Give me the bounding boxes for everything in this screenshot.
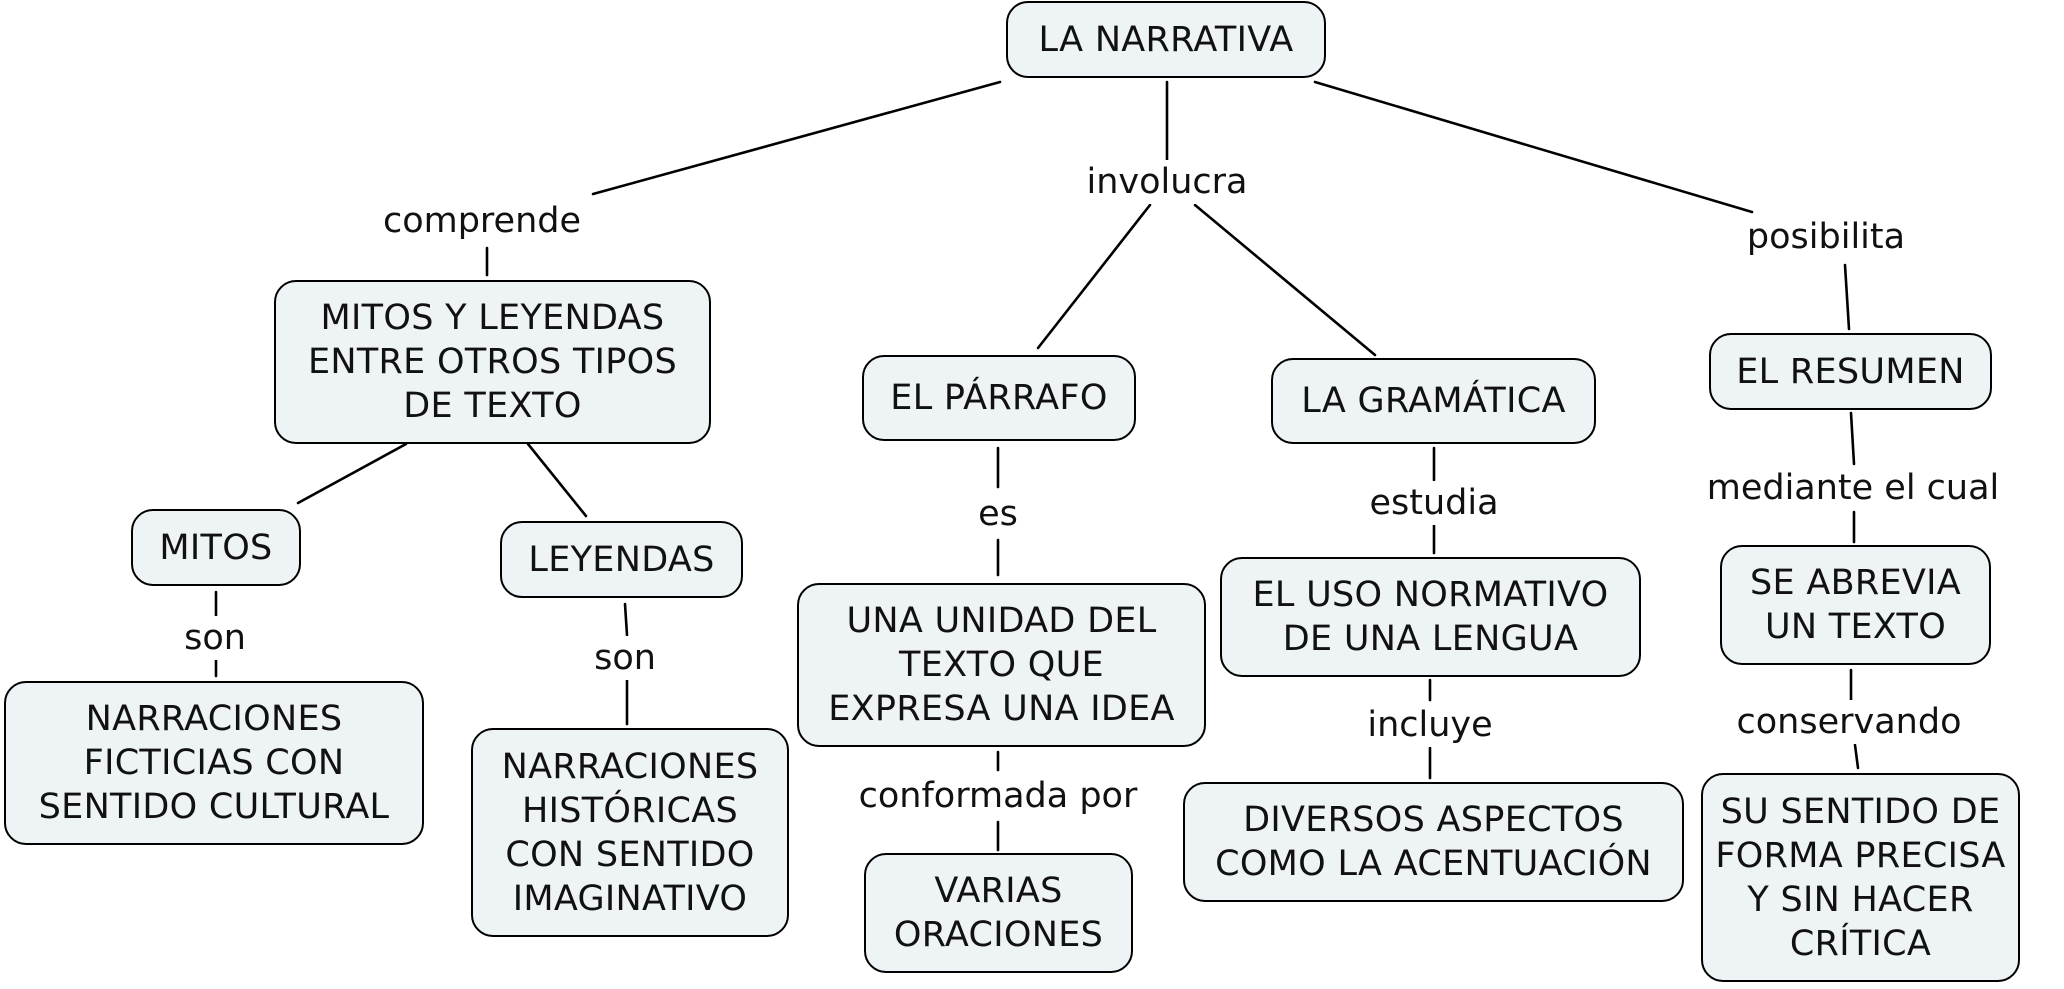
link-line bbox=[1853, 743, 1860, 770]
concept-narraciones-historicas[interactable]: NARRACIONES HISTÓRICAS CON SENTIDO IMAGI… bbox=[471, 728, 789, 937]
link-label-son-mitos: son bbox=[178, 616, 252, 660]
link-label-estudia: estudia bbox=[1363, 481, 1505, 525]
link-line bbox=[591, 80, 1002, 196]
concept-uso-normativo[interactable]: EL USO NORMATIVO DE UNA LENGUA bbox=[1220, 557, 1641, 677]
link-line bbox=[1036, 203, 1152, 350]
link-line bbox=[1193, 203, 1377, 357]
concept-narraciones-ficticias[interactable]: NARRACIONES FICTICIAS CON SENTIDO CULTUR… bbox=[4, 681, 424, 845]
concept-se-abrevia-un-texto[interactable]: SE ABREVIA UN TEXTO bbox=[1720, 545, 1991, 665]
link-line bbox=[1843, 263, 1851, 331]
link-line bbox=[526, 442, 588, 518]
link-label-involucra: involucra bbox=[1080, 160, 1254, 204]
link-label-posibilita: posibilita bbox=[1740, 215, 1912, 259]
concept-el-resumen[interactable]: EL RESUMEN bbox=[1709, 333, 1992, 410]
link-label-conformada-por: conformada por bbox=[852, 774, 1144, 818]
concept-varias-oraciones[interactable]: VARIAS ORACIONES bbox=[864, 853, 1133, 973]
concept-leyendas[interactable]: LEYENDAS bbox=[500, 521, 743, 598]
link-line bbox=[1313, 80, 1754, 214]
link-label-es: es bbox=[972, 492, 1024, 536]
concept-unidad-del-texto[interactable]: UNA UNIDAD DEL TEXTO QUE EXPRESA UNA IDE… bbox=[797, 583, 1206, 747]
concept-diversos-aspectos[interactable]: DIVERSOS ASPECTOS COMO LA ACENTUACIÓN bbox=[1183, 782, 1684, 902]
concept-la-gramatica[interactable]: LA GRAMÁTICA bbox=[1271, 358, 1596, 444]
link-line bbox=[623, 602, 629, 637]
link-label-incluye: incluye bbox=[1361, 703, 1499, 747]
link-label-son-leyendas: son bbox=[588, 636, 662, 680]
link-line bbox=[1849, 411, 1856, 466]
concept-mitos[interactable]: MITOS bbox=[131, 509, 301, 586]
link-label-conservando: conservando bbox=[1730, 700, 1968, 744]
concept-mitos-y-leyendas[interactable]: MITOS Y LEYENDAS ENTRE OTROS TIPOS DE TE… bbox=[274, 280, 711, 444]
concept-el-parrafo[interactable]: EL PÁRRAFO bbox=[862, 355, 1136, 441]
link-label-mediante-el-cual: mediante el cual bbox=[1700, 466, 2006, 510]
concept-su-sentido[interactable]: SU SENTIDO DE FORMA PRECISA Y SIN HACER … bbox=[1701, 773, 2020, 982]
link-label-comprende: comprende bbox=[376, 199, 588, 243]
concept-la-narrativa[interactable]: LA NARRATIVA bbox=[1006, 1, 1326, 78]
link-line bbox=[296, 442, 408, 505]
